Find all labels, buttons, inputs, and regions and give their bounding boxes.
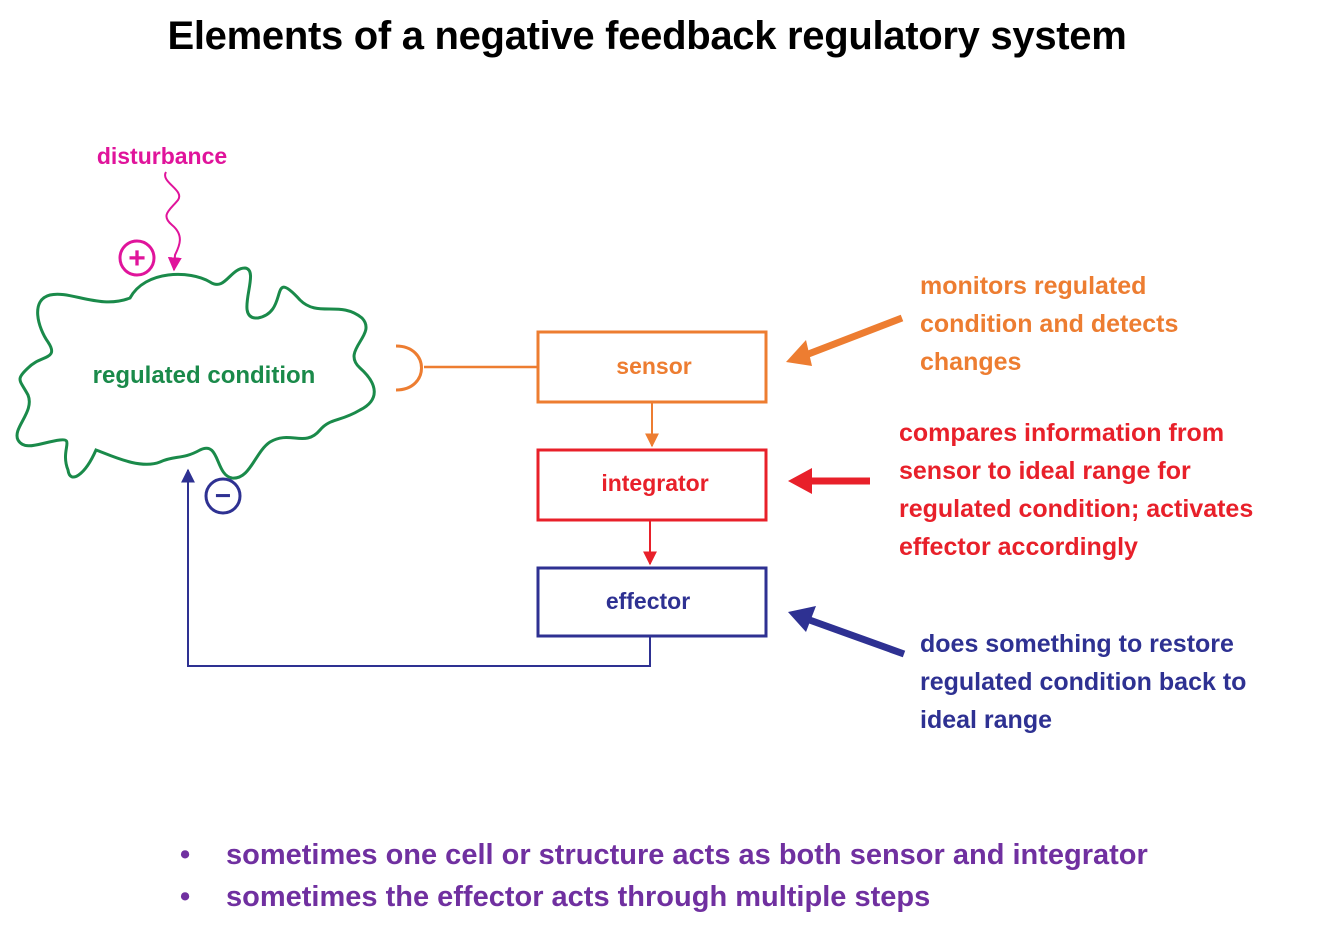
integrator-label: integrator [601, 470, 708, 496]
list-item: • sometimes the effector acts through mu… [180, 876, 1148, 918]
integrator-description: compares information from sensor to idea… [899, 419, 1254, 561]
sensor-pointer-arrow [796, 314, 904, 362]
effector-pointer-head [788, 606, 816, 632]
effector-description: does something to restore regulated cond… [920, 630, 1247, 734]
effector-pointer-arrow [802, 614, 906, 658]
svg-text:−: − [215, 480, 231, 511]
regulated-condition-blob [15, 266, 376, 480]
minus-icon: − [204, 477, 242, 515]
bullet-icon: • [180, 839, 191, 871]
effector-label: effector [606, 588, 690, 614]
integrator-box [536, 448, 768, 522]
sensor-receptor [395, 344, 423, 392]
feedback-line [181, 468, 651, 667]
sensor-label: sensor [616, 353, 691, 379]
svg-text:+: + [128, 242, 146, 275]
disturbance-arrow [164, 171, 182, 272]
regulated-condition-label: regulated condition [93, 362, 316, 389]
sensor-pointer-head [786, 340, 812, 366]
list-item: • sometimes one cell or structure acts a… [180, 834, 1148, 876]
integrator-pointer-head [788, 468, 812, 494]
disturbance-label: disturbance [97, 143, 227, 169]
plus-icon: + [118, 239, 156, 277]
page-title: Elements of a negative feedback regulato… [167, 14, 1127, 58]
bullet-icon: • [180, 881, 191, 913]
effector-box [536, 566, 768, 638]
notes-list: • sometimes one cell or structure acts a… [180, 834, 1148, 918]
sensor-description: monitors regulated condition and detects… [920, 272, 1179, 376]
